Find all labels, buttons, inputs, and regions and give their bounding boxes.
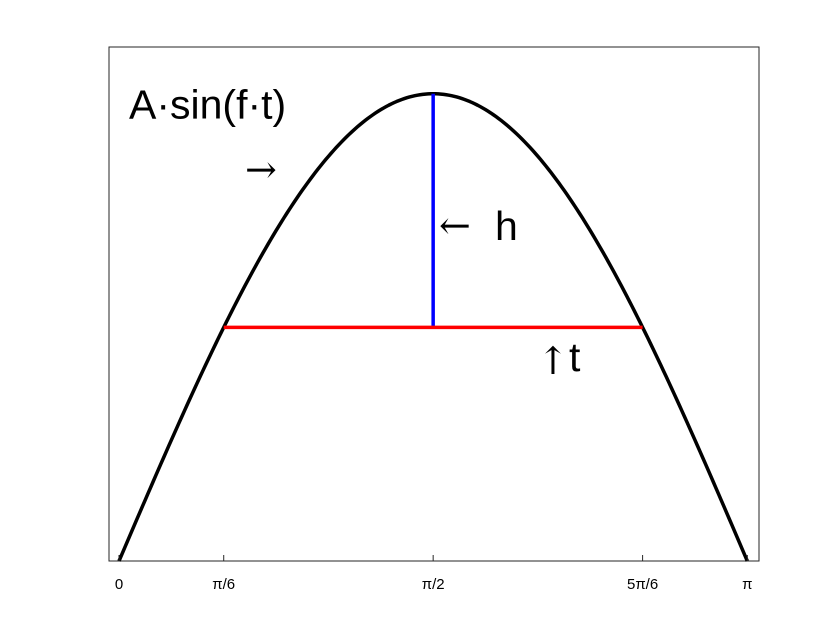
annotation-arrow-h: ←	[439, 204, 471, 248]
annotation-func: A·sin(f·t)	[129, 82, 286, 128]
annotation-arrow-func: →	[245, 148, 277, 192]
x-tick-label: 0	[115, 576, 123, 593]
annotation-label-t: t	[569, 334, 581, 380]
annotation-label-h: h	[495, 203, 518, 249]
x-ticks: 0 π/6 π/2 5π/6 π	[115, 555, 752, 593]
x-tick-label: π/2	[422, 576, 445, 593]
x-tick-label: π/6	[212, 576, 235, 593]
series-layer	[117, 91, 749, 562]
annotation-arrow-t: ↑	[537, 339, 569, 383]
x-tick-label: π	[742, 576, 752, 593]
x-tick-label: 5π/6	[627, 576, 658, 593]
annotations: A·sin(f·t) → ← h ↑t	[129, 82, 581, 384]
